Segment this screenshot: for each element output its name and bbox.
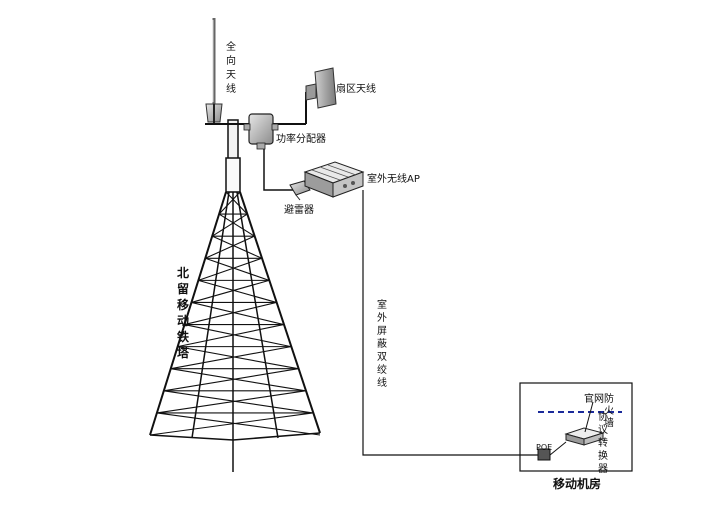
outdoor-ap-rib bbox=[327, 164, 357, 176]
tower-left-inner-leg bbox=[191, 191, 230, 439]
lattice-brace bbox=[198, 279, 277, 303]
lattice-tower bbox=[149, 119, 321, 472]
power-splitter-port-bottom bbox=[256, 142, 266, 150]
outdoor-ap-side bbox=[332, 171, 364, 198]
tower-right-inner-leg bbox=[236, 191, 279, 439]
outdoor-ap-port bbox=[343, 184, 347, 188]
power-splitter-port-left bbox=[243, 123, 251, 131]
lightning-arrester-lead bbox=[295, 194, 301, 201]
sector-antenna-mount bbox=[305, 83, 317, 101]
outdoor-ap-label: 室外无线AP bbox=[367, 172, 420, 185]
lattice-brace bbox=[177, 346, 299, 370]
firewall-label: 防火墙 bbox=[604, 392, 614, 429]
lattice-brace bbox=[218, 191, 241, 215]
lattice-brace bbox=[163, 368, 299, 392]
sector-antenna-label: 扇区天线 bbox=[336, 82, 376, 95]
power-splitter-body bbox=[248, 113, 274, 145]
poe-to-converter-link bbox=[549, 441, 567, 456]
intranet-label: 官网 bbox=[584, 392, 604, 405]
equipment-room bbox=[519, 382, 633, 472]
omni-antenna-label: 全向天线 bbox=[226, 40, 236, 95]
lattice-brace bbox=[170, 368, 306, 392]
tower-lattice bbox=[149, 191, 321, 436]
tower-top-cap bbox=[225, 157, 241, 193]
lattice-brace bbox=[211, 213, 248, 237]
protocol-converter-side bbox=[583, 432, 604, 446]
power-splitter bbox=[243, 113, 279, 150]
sector-antenna bbox=[305, 67, 337, 109]
outdoor-ap-rib bbox=[319, 166, 349, 178]
power-splitter-port-right bbox=[271, 123, 279, 131]
lattice-brace bbox=[191, 301, 284, 326]
lattice-brace bbox=[170, 346, 292, 370]
lattice-brace bbox=[205, 235, 255, 259]
converter-uplink bbox=[584, 401, 594, 433]
cable-label: 室外屏蔽双绞线 bbox=[377, 298, 387, 389]
lattice-brace bbox=[218, 213, 255, 237]
shielded-twisted-pair-cable bbox=[362, 190, 538, 456]
lattice-brace bbox=[156, 412, 321, 436]
labels: 全向天线 扇区天线 功率分配器 室外无线AP 避雷器 北留移动铁塔 室外屏蔽双绞… bbox=[177, 40, 614, 491]
outdoor-ap-rib bbox=[311, 169, 341, 181]
outdoor-ap-port bbox=[351, 181, 355, 185]
lightning-arrester-label: 避雷器 bbox=[284, 203, 314, 216]
lattice-brace bbox=[198, 257, 262, 281]
tower-base-left bbox=[149, 434, 234, 441]
poe-label: POE bbox=[536, 443, 552, 452]
lattice-brace bbox=[184, 324, 292, 348]
tower-left-outer-leg bbox=[149, 191, 227, 436]
equipment-room-label: 移动机房 bbox=[553, 476, 601, 491]
lattice-brace bbox=[205, 257, 270, 281]
splitter-to-arrester-cable bbox=[263, 149, 300, 191]
protocol-converter-label: 协议转换器 bbox=[598, 410, 608, 475]
tower-mast bbox=[227, 119, 239, 161]
lattice-brace bbox=[177, 324, 284, 348]
lattice-brace bbox=[225, 191, 248, 215]
omni-antenna bbox=[205, 18, 223, 124]
lattice-brace bbox=[163, 390, 313, 414]
lattice-brace bbox=[156, 390, 306, 414]
sector-antenna-panel bbox=[314, 67, 337, 109]
tower-right-outer-leg bbox=[239, 191, 321, 434]
equipment-room-box bbox=[519, 382, 633, 472]
lattice-brace bbox=[149, 412, 313, 436]
lattice-brace bbox=[191, 279, 270, 303]
outdoor-ap bbox=[303, 161, 365, 198]
tower-label: 北留移动铁塔 bbox=[177, 265, 190, 360]
lattice-brace bbox=[211, 235, 263, 259]
tower-base-right bbox=[232, 432, 321, 441]
power-splitter-label: 功率分配器 bbox=[276, 132, 326, 145]
lattice-brace bbox=[184, 301, 277, 326]
